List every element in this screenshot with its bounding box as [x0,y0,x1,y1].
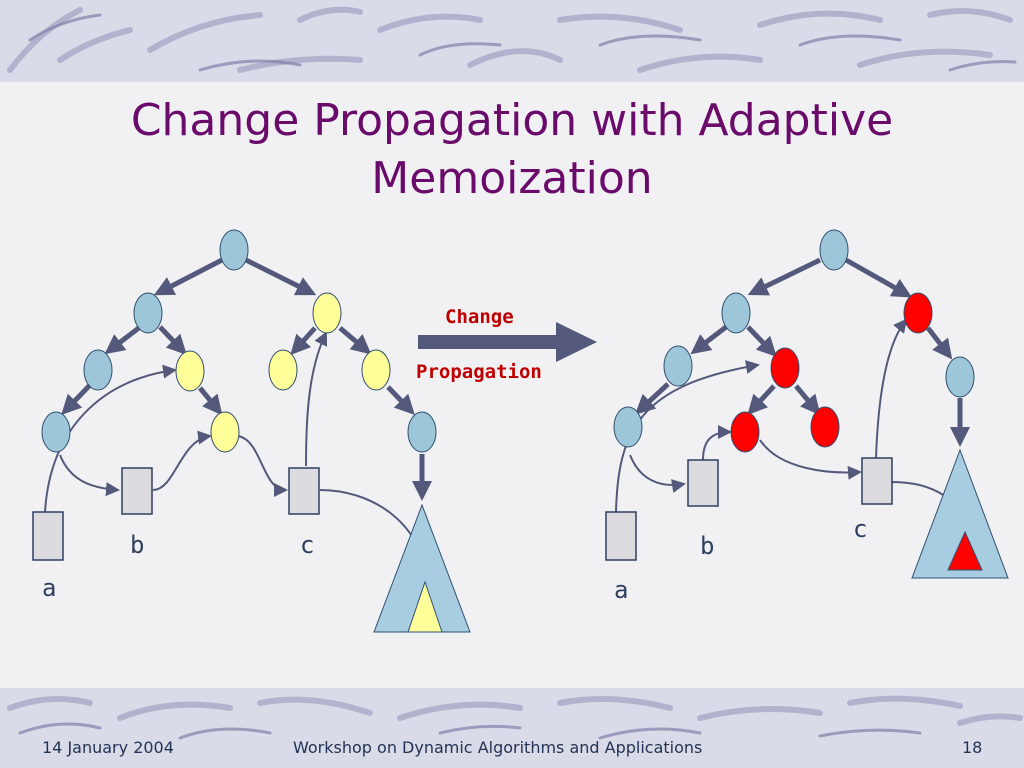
left-curve-l3-to-b [59,454,120,497]
left-node-rr2 [361,349,391,391]
left-edge-r1-r2 [290,326,317,356]
left-label-c: c [300,531,314,559]
left-label-b: b [130,531,144,559]
right-curve-a-to-l2 [615,360,760,513]
left-curve-m3-to-c [237,435,288,497]
left-node-l2 [83,349,113,391]
footer-page-number: 18 [962,738,983,757]
right-node-m2 [770,347,800,389]
header-decoration-band [0,0,1024,82]
right-label-a: a [614,576,628,604]
right-curve-c-to-r1 [875,318,908,459]
change-propagation-arrow [418,322,597,362]
footer-event: Workshop on Dynamic Algorithms and Appli… [293,738,703,757]
right-edge-l2-l3 [634,382,670,415]
right-node-r2 [945,356,975,398]
left-node-l1 [133,292,163,334]
right-box-a [605,511,637,561]
left-box-c [288,467,320,515]
arrow-head [556,322,597,362]
left-edge-m2-m3 [198,386,223,416]
arrow-shaft [418,335,560,349]
left-node-l3 [41,411,71,453]
left-curve-c-to-r1 [305,331,328,467]
slide-title: Change Propagation with Adaptive Memoiza… [62,92,962,208]
right-node-mr3 [810,406,840,448]
slide-title-line-1: Change Propagation with Adaptive [130,95,894,146]
right-subtree-triangle [911,448,1009,579]
left-node-r2 [268,349,298,391]
right-edge-l1-m2 [746,325,777,358]
brush-stroke-pattern-top [7,6,1017,73]
brush-stroke-pattern-bottom [7,695,1023,740]
right-curve-b-to-m3 [702,425,732,461]
right-node-root [819,229,849,271]
right-node-l3 [613,406,643,448]
right-node-l2 [663,345,693,387]
right-changed-subtree-triangle [947,530,983,571]
left-node-r1 [312,292,342,334]
left-curve-a-to-m2 [44,364,177,513]
arrow-label-change: Change [445,306,514,328]
right-node-l1 [721,292,751,334]
right-box-c [861,457,893,505]
right-edge-l1-l2 [690,325,728,355]
left-node-m3 [210,411,240,453]
left-edge-l1-m2 [158,325,187,356]
right-label-c: c [853,515,867,543]
left-node-root [219,229,249,271]
right-box-b [687,459,719,507]
arrow-label-propagation: Propagation [416,361,542,383]
slide-title-line-2: Memoization [371,153,653,204]
left-edge-rr2-rr3 [386,385,415,416]
footer-decoration-band [0,688,1024,768]
right-edge-m2-m3 [747,384,776,416]
left-node-m2 [175,350,205,392]
left-node-rr3 [407,411,437,453]
right-node-r1 [903,292,933,334]
left-box-a [32,511,64,561]
right-edge-r1-r2 [926,326,953,360]
left-changed-subtree-triangle [407,580,443,633]
right-edge-m2-mr3 [794,384,821,416]
left-edge-root-r1 [244,257,317,296]
right-edge-root-r1 [844,257,913,298]
right-node-m3 [730,411,760,453]
left-curve-b-to-m3 [152,430,212,491]
right-label-b: b [700,532,714,560]
left-edge-root-l1 [153,257,224,296]
left-edge-r1-rr2 [338,326,372,355]
right-edge-root-l1 [747,257,822,296]
left-edge-l1-l2 [104,325,142,355]
left-label-a: a [42,574,56,602]
left-box-b [121,467,153,515]
left-edge-l2-l3 [61,383,92,416]
right-tree: a b c [605,229,1009,604]
left-tree: a b c [32,229,471,633]
footer-date: 14 January 2004 [42,738,174,757]
right-curve-m3-to-c [759,439,862,480]
right-curve-l3-to-b [629,454,686,493]
